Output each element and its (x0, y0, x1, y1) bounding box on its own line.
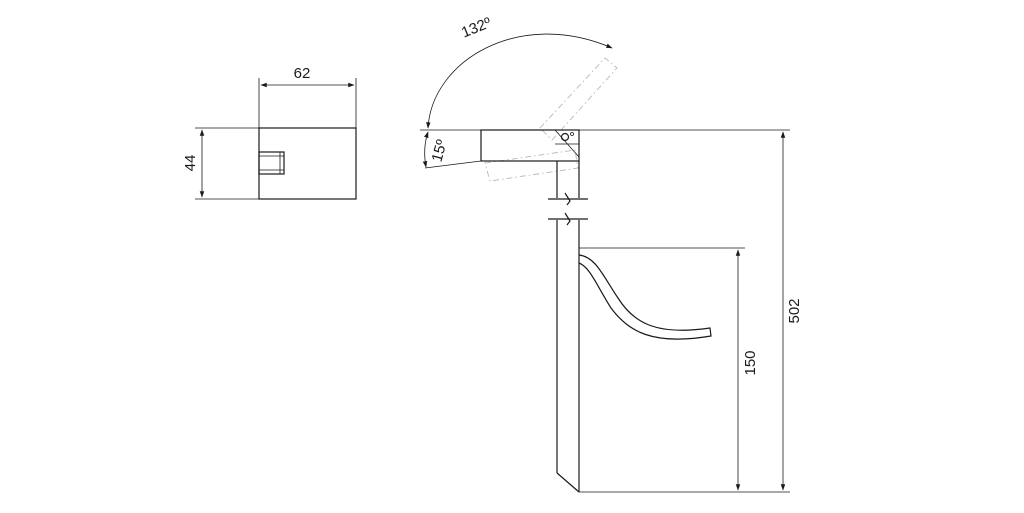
ghost-handle-positions (484, 57, 618, 182)
dim-swivel-angle: 132º (426, 14, 613, 129)
dim-total-height: 502 (780, 131, 803, 491)
side-view-column (548, 161, 588, 493)
dim-width: 62 (258, 65, 357, 128)
dim-height-side: 44 (182, 127, 259, 200)
dim-total-height-label: 502 (786, 298, 803, 323)
dim-spout-height: 150 (735, 249, 759, 491)
dim-width-label: 62 (294, 65, 311, 82)
dim-tilt-angle-label: 15º (429, 137, 451, 163)
top-view: 62 44 (182, 65, 357, 200)
side-view: 502 150 132º 15º (420, 14, 803, 493)
dim-spout-height-label: 150 (742, 350, 759, 375)
side-view-handle (480, 129, 580, 162)
dim-tilt-angle: 15º (422, 131, 451, 168)
top-view-lever (258, 151, 285, 175)
side-view-spout (578, 254, 712, 340)
dim-height-side-label: 44 (182, 155, 199, 172)
handle-pivot-icon (560, 132, 570, 142)
dim-swivel-angle-label: 132º (459, 14, 494, 41)
top-view-body (258, 127, 357, 200)
